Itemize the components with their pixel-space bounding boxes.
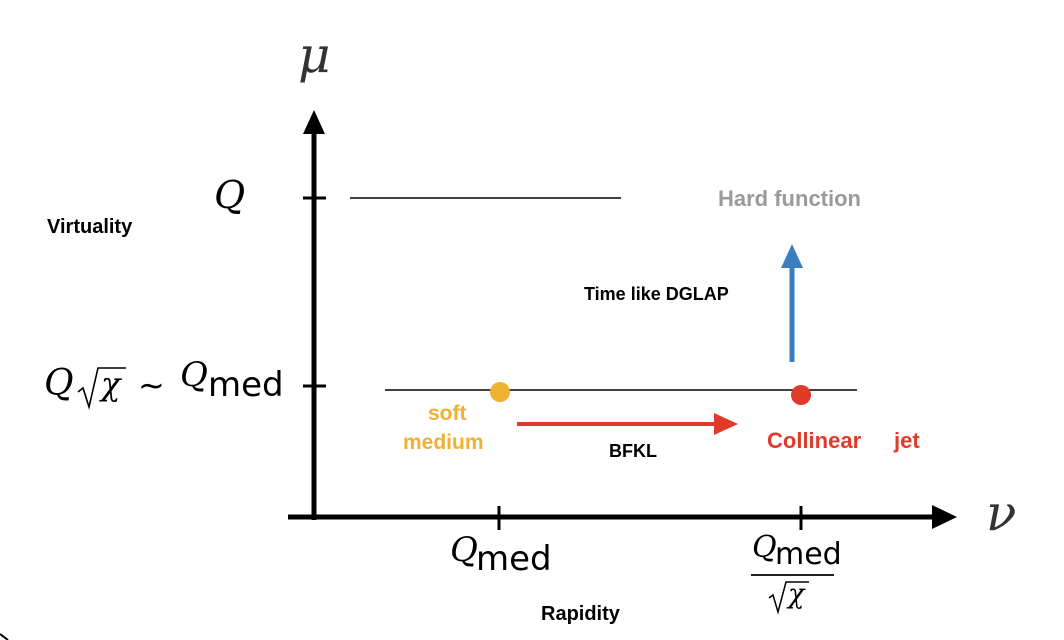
corner-mark <box>0 633 9 640</box>
x-axis-symbol: ν <box>986 484 1017 542</box>
y-axis-title: Virtuality <box>47 216 133 238</box>
y-tick-label-sim: ~ <box>138 366 165 404</box>
hard-function-label: Hard function <box>718 186 861 211</box>
soft-medium-point <box>490 382 510 402</box>
x-axis-title: Rapidity <box>541 603 620 625</box>
x-tick-label-frac-q: Q <box>752 530 777 565</box>
medium-label: medium <box>403 431 484 454</box>
x-tick-label-qmed-sub: med <box>476 539 552 579</box>
collinear-label: Collinear <box>767 428 862 453</box>
x-tick-label-frac-chi: χ <box>788 579 805 610</box>
jet-label: jet <box>894 428 920 453</box>
y-tick-label-chi: χ <box>101 365 121 403</box>
x-tick-label-frac-sub: med <box>775 537 842 572</box>
bfkl-label: BFKL <box>609 441 657 461</box>
y-axis-arrowhead <box>303 110 325 134</box>
x-tick-sqrt-radical <box>768 581 809 615</box>
y-tick-label-qmed-q: Q <box>180 355 208 395</box>
collinear-jet-point <box>791 385 811 405</box>
y-axis-symbol: μ <box>298 26 331 84</box>
x-axis-arrowhead <box>932 505 957 529</box>
bfkl-arrowhead <box>714 413 738 435</box>
y-tick-label-q: Q <box>214 173 246 217</box>
y-tick-label-q-sqrt: Q <box>44 363 74 404</box>
soft-label: soft <box>428 402 467 425</box>
y-tick-label-qmed-sub: med <box>208 365 284 405</box>
time-like-dglap-label: Time like DGLAP <box>584 284 729 304</box>
x-tick-label-qmed-q: Q <box>450 530 478 570</box>
dglap-arrowhead <box>781 244 803 268</box>
y-tick-sqrt-radical <box>77 367 126 411</box>
